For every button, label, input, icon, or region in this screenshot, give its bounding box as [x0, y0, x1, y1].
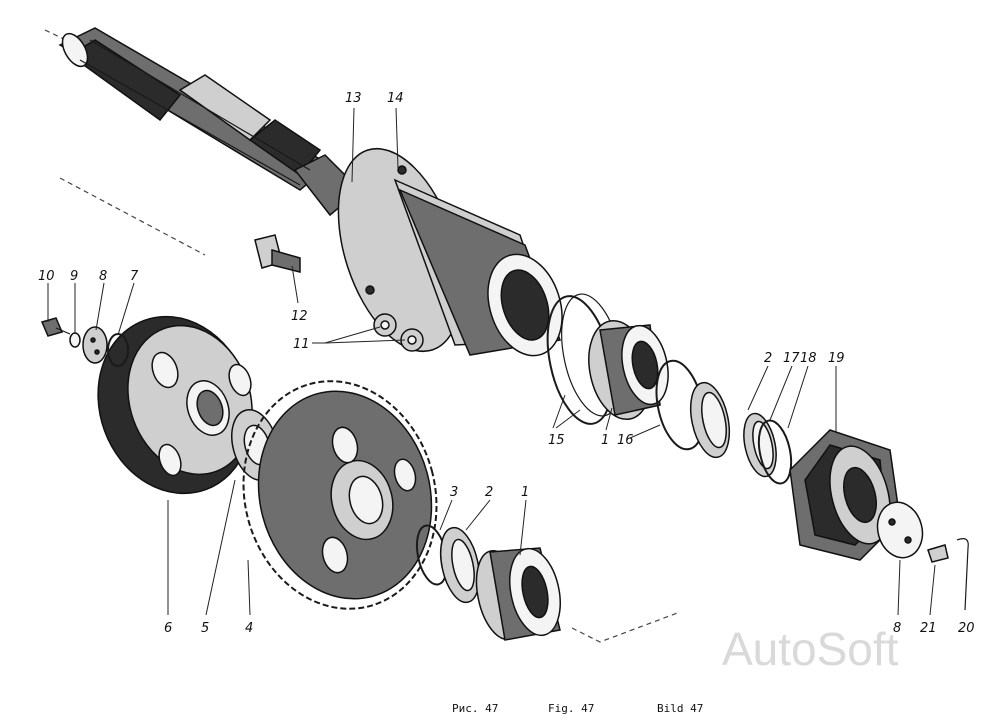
callout-10: 10 — [38, 269, 55, 284]
callout-14: 14 — [387, 91, 404, 106]
callout-16: 16 — [617, 433, 634, 448]
callout-7: 7 — [130, 269, 139, 284]
callout-13: 13 — [345, 91, 362, 106]
bevel-gear — [789, 429, 901, 561]
bolt — [254, 234, 301, 273]
callout-1-upper: 1 — [601, 433, 609, 448]
callout-17: 17 — [783, 351, 800, 366]
main-shaft — [58, 27, 362, 217]
callout-19: 19 — [828, 351, 845, 366]
leader-lines — [47, 107, 936, 616]
fastener-set-left — [40, 317, 129, 367]
callout-20: 20 — [958, 621, 975, 636]
spring-clip — [956, 538, 969, 611]
callout-8-left: 8 — [99, 269, 107, 284]
callout-15: 15 — [548, 433, 565, 448]
housing — [337, 147, 563, 357]
caption-de: Bild 47 — [657, 702, 703, 715]
callout-3: 3 — [450, 485, 458, 500]
callout-18: 18 — [800, 351, 817, 366]
pulley — [97, 315, 253, 495]
axis-lines — [44, 29, 681, 643]
callout-1-lower: 1 — [521, 485, 529, 500]
callout-8-right: 8 — [893, 621, 901, 636]
callout-numbers: 10 9 8 7 13 14 12 11 15 1 16 2 17 18 19 … — [38, 91, 975, 636]
bearing-upper — [588, 319, 669, 421]
callout-5: 5 — [201, 621, 209, 636]
rings-17-18 — [743, 412, 793, 485]
callout-12: 12 — [291, 309, 308, 324]
callout-9: 9 — [70, 269, 78, 284]
lock-plate-right — [876, 501, 949, 563]
caption-en: Fig. 47 — [548, 702, 594, 715]
spur-gear — [242, 380, 438, 610]
callout-4: 4 — [245, 621, 253, 636]
bearing-set-lower — [415, 524, 561, 641]
callout-2-lower: 2 — [485, 485, 493, 500]
callout-21: 21 — [920, 621, 937, 636]
ring-and-spacer-upper — [655, 359, 731, 459]
callout-6: 6 — [164, 621, 172, 636]
callout-11: 11 — [293, 337, 310, 352]
callout-2-upper: 2 — [764, 351, 772, 366]
caption-ru: Рис. 47 — [452, 702, 498, 715]
figure-caption: Рис. 47 Fig. 47 Bild 47 — [452, 702, 703, 715]
watermark: AutoSoft — [722, 623, 899, 675]
